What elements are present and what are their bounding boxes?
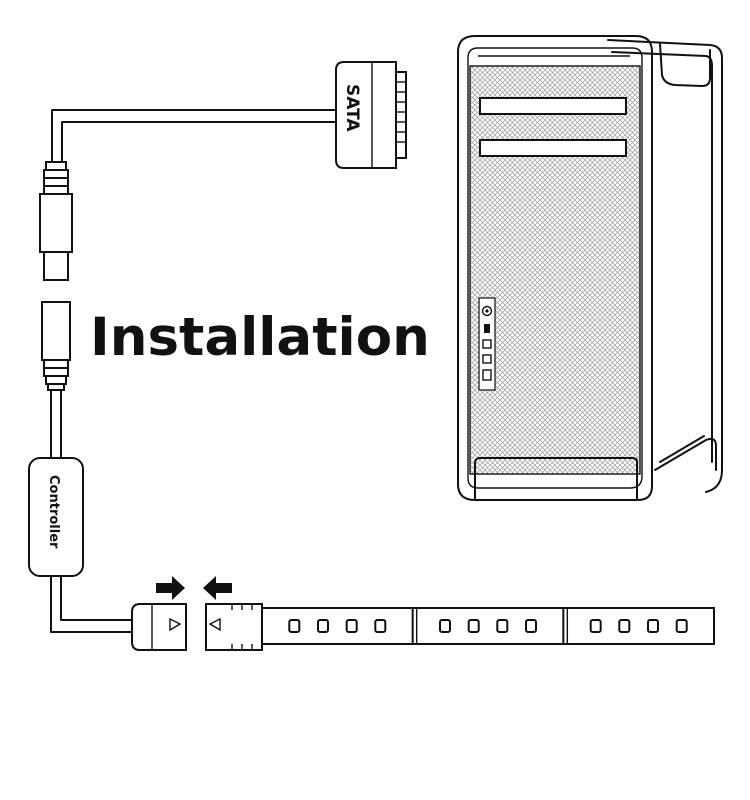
cable-sata-outer <box>51 109 337 163</box>
tower-right-foot <box>654 437 717 471</box>
tower-mesh-panel <box>469 65 641 475</box>
led-chip <box>589 619 602 633</box>
led-chip <box>374 619 387 633</box>
led-strip <box>261 607 715 645</box>
female-connector-body <box>205 603 263 651</box>
male-connector-body <box>131 603 187 651</box>
controller-label: Controller <box>46 475 61 549</box>
controller-body <box>28 457 84 577</box>
sata-housing <box>335 61 397 169</box>
led-chip <box>525 619 537 633</box>
led-chip <box>439 619 451 633</box>
tower-bottom-feet <box>474 457 638 501</box>
computer-tower <box>457 35 723 501</box>
cable-controller-outer <box>50 575 133 633</box>
female-connector-grip <box>231 604 253 650</box>
drive-bay-1 <box>479 97 627 115</box>
cable-controller-inner <box>60 575 133 621</box>
led-chip <box>647 619 659 633</box>
led-chip <box>618 619 631 633</box>
led-chip <box>317 619 329 633</box>
strip-connector-male <box>131 603 187 651</box>
led-chip <box>345 619 358 633</box>
led-strip-tape <box>261 607 715 645</box>
led-chip <box>288 619 301 633</box>
usb-port-icon-2 <box>482 354 492 364</box>
cable-sata-inner <box>61 121 337 163</box>
drive-bay-2 <box>479 139 627 157</box>
led-chip <box>467 619 480 633</box>
sata-label: SATA <box>342 84 362 132</box>
dc-socket-body <box>41 301 71 361</box>
dc-plug-tip <box>43 251 69 281</box>
led-chip <box>496 619 509 633</box>
female-connector-triangle-icon <box>208 617 221 632</box>
led-chip <box>675 619 688 633</box>
strip-connector-female <box>205 603 263 651</box>
power-led-icon <box>485 309 489 313</box>
firewire-port-icon <box>482 369 492 381</box>
headphone-port-icon <box>484 324 490 333</box>
arrow-left-icon <box>203 576 232 600</box>
power-button-icon <box>481 305 493 317</box>
installation-title: Installation <box>90 307 430 368</box>
sata-pins <box>395 71 407 159</box>
tower-top-handle <box>659 43 711 87</box>
sata-pin-lines <box>396 81 406 143</box>
tower-side-panel <box>607 39 723 493</box>
dc-plug-body <box>39 193 73 253</box>
arrow-right-icon <box>156 576 185 600</box>
tower-right-foot-inner <box>659 435 705 463</box>
dc-socket-female <box>41 301 71 391</box>
tower-front-inner-frame <box>467 47 643 489</box>
controller-box: Controller <box>28 457 84 577</box>
male-connector-triangle-icon <box>169 617 182 632</box>
cables <box>50 109 337 633</box>
sata-connector: SATA <box>335 61 407 169</box>
front-io-panel <box>478 297 496 391</box>
dc-plug-male <box>39 161 73 281</box>
usb-port-icon <box>482 339 492 349</box>
